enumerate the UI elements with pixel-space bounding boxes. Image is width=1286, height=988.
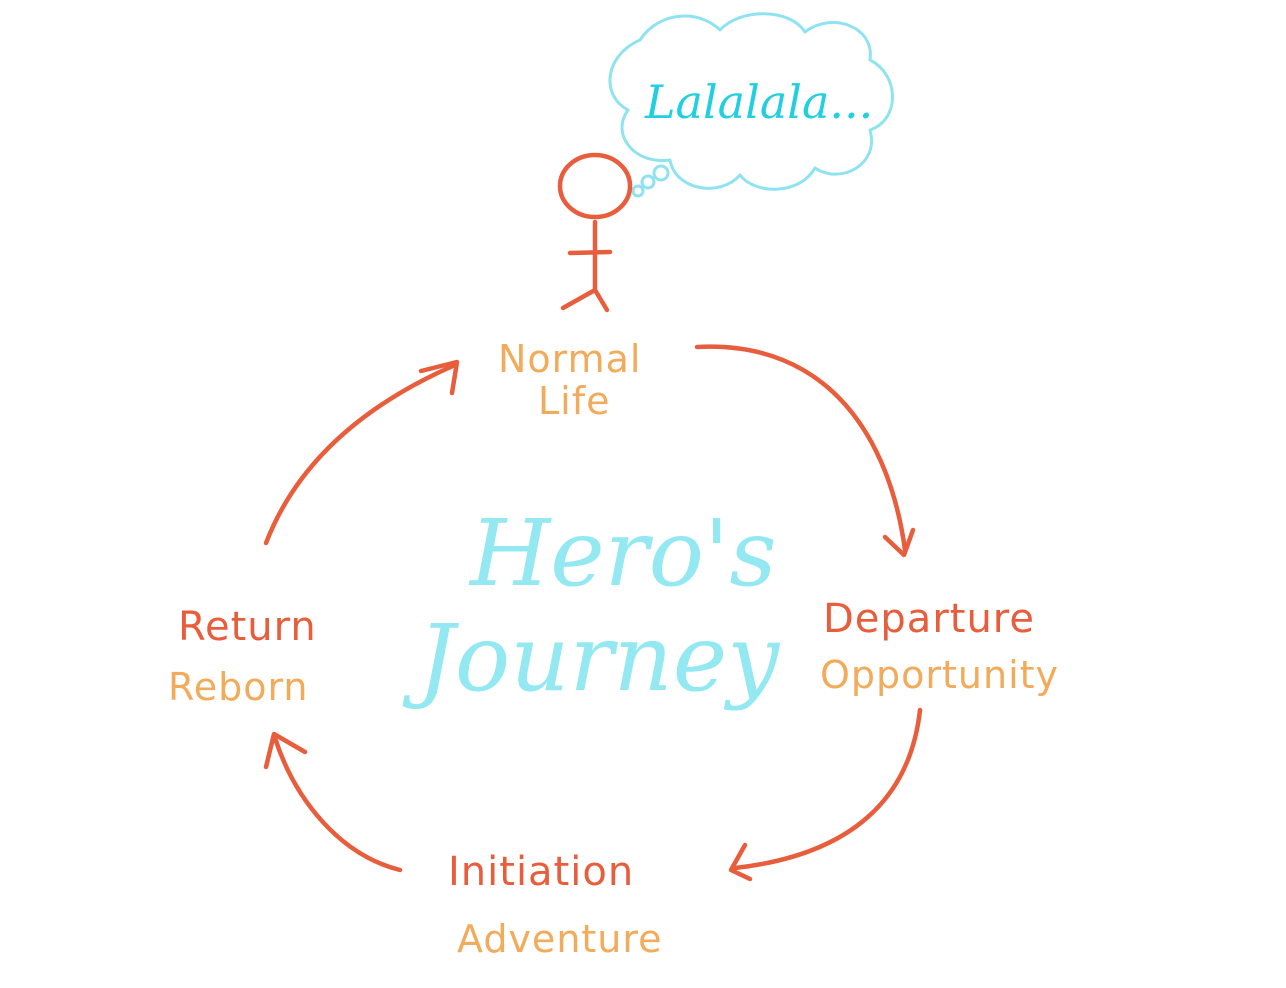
stick-figure [557,152,633,313]
arrow-head-initiation [728,842,753,882]
stage-normal-life: Normal Life [498,337,642,423]
center-title: Hero's Journey [402,500,780,712]
stage-departure-subtitle: Opportunity [820,653,1059,697]
stage-departure: Departure Opportunity [820,596,1059,697]
arrow-departure-to-initiation [732,707,923,871]
stage-departure-title: Departure [823,596,1035,642]
thought-cloud: Lalalala... [608,12,894,198]
arrow-head-normal [418,359,460,396]
stage-return: Return Reborn [168,604,317,709]
title-line-1: Hero's [468,500,777,607]
stick-figure-body [560,219,613,313]
title-line-2: Journey [402,605,780,712]
stick-figure-head [557,152,633,220]
arrow-normal-to-departure [694,344,908,553]
stage-return-title: Return [178,604,317,650]
arrow-head-departure [882,527,916,558]
stage-initiation: Initiation Adventure [448,849,663,961]
thought-bubble-large [652,164,670,182]
arrow-initiation-to-return [272,735,403,873]
stage-initiation-title: Initiation [448,849,634,895]
cycle-arrows [263,344,923,882]
thought-bubble-small [631,184,645,198]
stage-return-subtitle: Reborn [168,665,308,709]
stage-normal-life-line-2: Life [538,379,611,423]
arrow-head-return [263,731,308,770]
stage-normal-life-line-1: Normal [498,337,642,381]
thought-text: Lalalala... [644,75,873,129]
stage-initiation-subtitle: Adventure [457,917,663,961]
thought-cloud-shape [608,12,894,191]
arrow-return-to-normal [263,362,458,546]
thought-bubble-medium [640,174,656,190]
